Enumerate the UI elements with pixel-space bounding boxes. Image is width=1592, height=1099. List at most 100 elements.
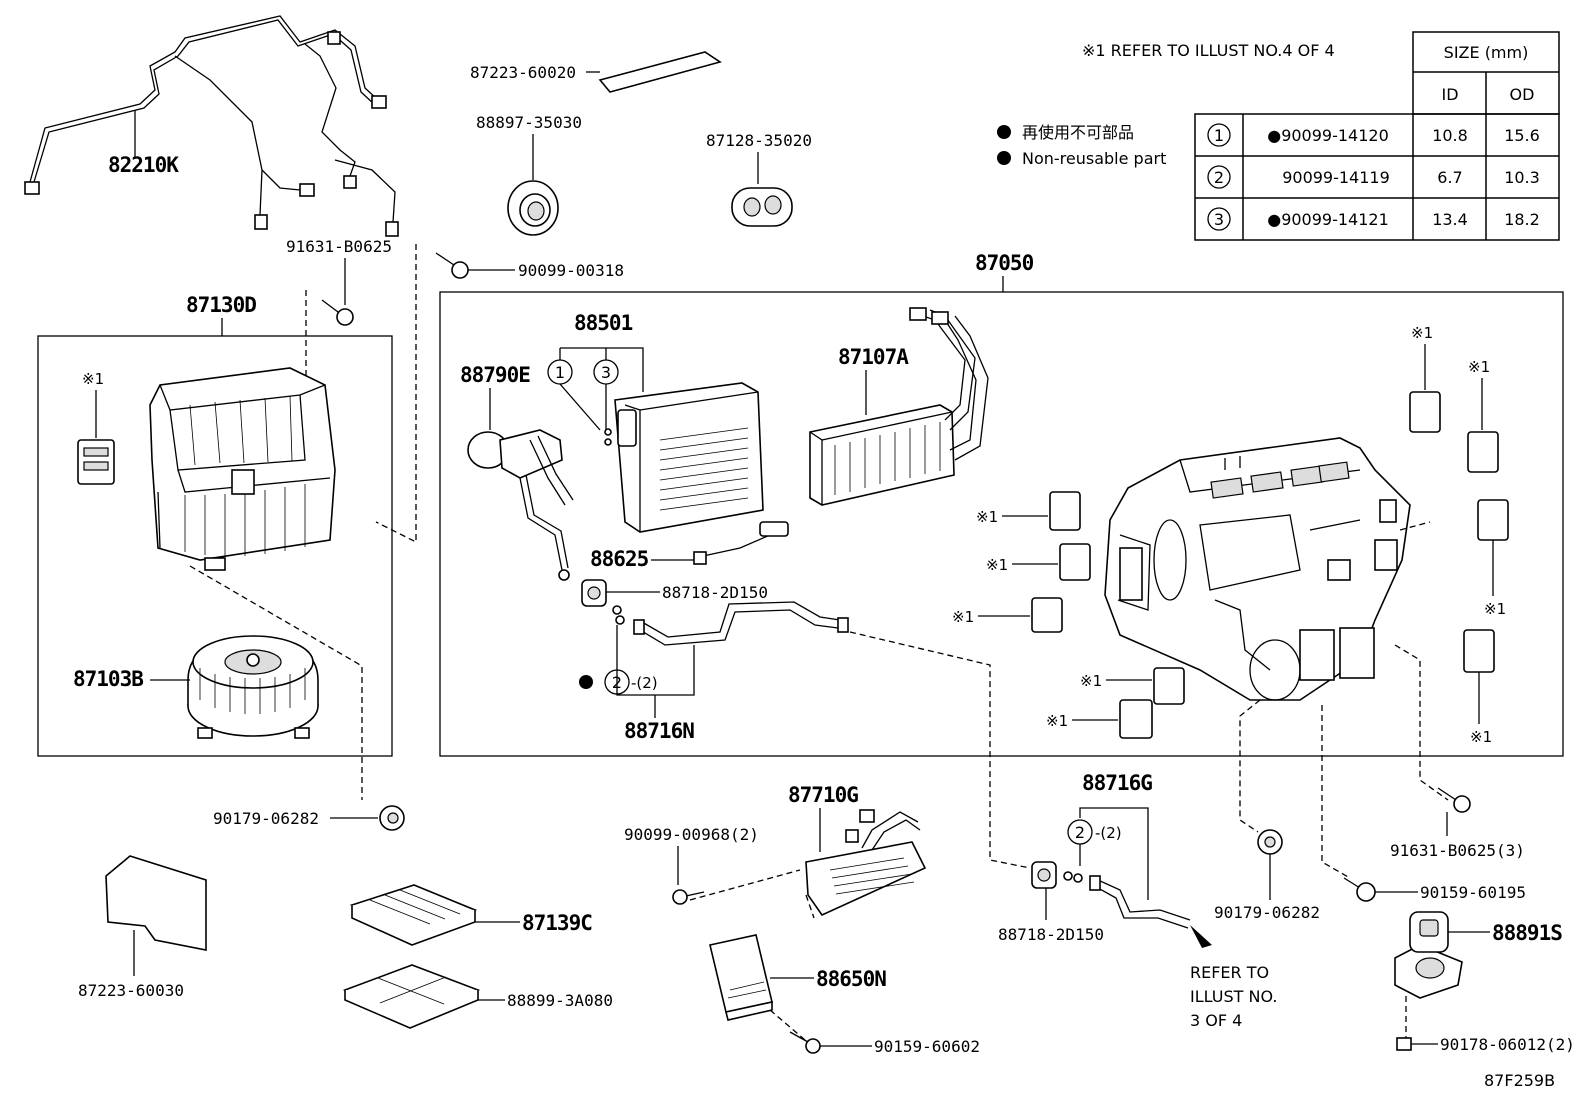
row-id: 10.8 [1432, 126, 1468, 145]
wire-harness-drawing [24, 15, 399, 237]
ref-mark: ※1 [1468, 358, 1490, 376]
label-88899-3A080: 88899-3A080 [507, 991, 613, 1010]
label-90159-60195: 90159-60195 [1420, 883, 1526, 902]
refer-note: ※1 REFER TO ILLUST NO.4 OF 4 [1082, 41, 1335, 60]
filter-case-drawing [342, 964, 481, 1029]
arrow-icon [1190, 925, 1212, 948]
legend-en: Non-reusable part [1022, 149, 1166, 168]
label-88625: 88625 [590, 547, 649, 571]
actuator-icon [1409, 391, 1441, 433]
row-number: 3 [1214, 210, 1224, 229]
label-90099-00318: 90099-00318 [518, 261, 624, 280]
label-88718-2D150: 88718-2D150 [662, 583, 768, 602]
label-91631-B0625-3: 91631-B0625(3) [1390, 841, 1525, 860]
od-header: OD [1510, 85, 1535, 104]
label-87223-60020: 87223-60020 [470, 63, 576, 82]
callout-number: 2 [1075, 823, 1085, 842]
row-id: 6.7 [1437, 168, 1462, 187]
ref-mark: ※1 [1470, 728, 1492, 746]
nut-icon [379, 805, 405, 831]
ref-mark: ※1 [986, 556, 1008, 574]
actuator-icon [1031, 597, 1063, 633]
actuator-icon [1153, 667, 1185, 705]
label-91631-B0625: 91631-B0625 [286, 237, 392, 256]
label-88650N: 88650N [816, 967, 886, 991]
refer-to-text: REFER TO [1190, 963, 1269, 982]
fitting-icon [1031, 861, 1057, 889]
blower-assembly-frame [37, 335, 393, 757]
callout-number: 3 [601, 363, 611, 382]
bolt-icon [435, 252, 469, 279]
label-90099-00968: 90099-00968(2) [624, 825, 759, 844]
label-88897-35030: 88897-35030 [476, 113, 582, 132]
callout-circle [604, 669, 630, 695]
fitting-icon [581, 579, 607, 607]
heater-core-drawing [809, 307, 989, 506]
ac-amplifier-drawing [709, 934, 773, 1021]
qty-label: -(2) [631, 674, 658, 692]
ref-mark: ※1 [1046, 712, 1068, 730]
size-table: SIZE (mm) ID OD 1 ●90099-14120 10.8 15.6… [1194, 31, 1560, 241]
id-header: ID [1441, 85, 1458, 104]
hvac-case-drawing [1104, 437, 1411, 701]
refer-sheet-text: 3 OF 4 [1190, 1011, 1242, 1030]
ref-mark: ※1 [1484, 600, 1506, 618]
ref-mark: ※1 [1080, 672, 1102, 690]
actuator-icon [1467, 431, 1499, 473]
pipe-drawing [633, 601, 849, 646]
blower-unit-drawing [149, 367, 336, 571]
row-od: 15.6 [1504, 126, 1540, 145]
ref-mark: ※1 [1411, 324, 1433, 342]
nut-icon [1257, 829, 1283, 855]
screw-icon [789, 1031, 821, 1054]
label-90179-06282: 90179-06282 [213, 809, 319, 828]
row-number: 2 [1214, 168, 1224, 187]
screw-icon [1343, 877, 1376, 902]
label-87128-35020: 87128-35020 [706, 131, 812, 150]
label-82210K: 82210K [108, 153, 179, 177]
row-number: 1 [1214, 126, 1224, 145]
ptc-heater-drawing [805, 809, 927, 917]
label-87103B: 87103B [73, 667, 143, 691]
label-87130D: 87130D [186, 293, 256, 317]
label-87107A: 87107A [838, 345, 909, 369]
row-part: ●90099-14121 [1267, 210, 1389, 229]
non-reusable-bullet-icon [997, 125, 1011, 139]
bolt-icon [321, 299, 354, 326]
qty-label: -(2) [1095, 824, 1122, 842]
humidity-sensor-drawing [1394, 911, 1463, 999]
pipe-drawing [1089, 875, 1191, 929]
label-88718-2D150: 88718-2D150 [998, 925, 1104, 944]
label-87223-60030: 87223-60030 [78, 981, 184, 1000]
actuator-icon [1477, 499, 1509, 541]
evaporator-drawing [604, 382, 764, 533]
label-87139C: 87139C [522, 911, 592, 935]
label-90178-06012: 90178-06012(2) [1440, 1035, 1575, 1054]
label-88716G: 88716G [1082, 771, 1152, 795]
row-part: 90099-14119 [1282, 168, 1390, 187]
row-part: ●90099-14120 [1267, 126, 1389, 145]
thermistor-drawing [693, 521, 789, 565]
refer-illust-text: ILLUST NO. [1190, 987, 1277, 1006]
label-88716N: 88716N [624, 719, 694, 743]
label-88891S: 88891S [1492, 921, 1562, 945]
expansion-valve-drawing [467, 429, 574, 581]
non-reusable-bullet-icon [579, 675, 593, 689]
label-90159-60602: 90159-60602 [874, 1037, 980, 1056]
actuator-icon [1059, 543, 1091, 581]
diagram-code: 87F259B [1484, 1071, 1555, 1090]
actuator-icon [1119, 699, 1153, 739]
actuator-icon [1049, 491, 1081, 531]
label-90179-06282-right: 90179-06282 [1214, 903, 1320, 922]
grommet-double-icon [731, 187, 793, 227]
bolt-icon [1437, 787, 1471, 813]
callout-number: 1 [555, 363, 565, 382]
label-87050: 87050 [975, 251, 1034, 275]
row-od: 18.2 [1504, 210, 1540, 229]
actuator-icon [77, 439, 115, 485]
ref-mark: ※1 [952, 608, 974, 626]
label-87710G: 87710G [788, 783, 858, 807]
legend-jp: 再使用不可部品 [1022, 123, 1134, 142]
non-reusable-bullet-icon [997, 151, 1011, 165]
size-header: SIZE (mm) [1444, 43, 1529, 62]
